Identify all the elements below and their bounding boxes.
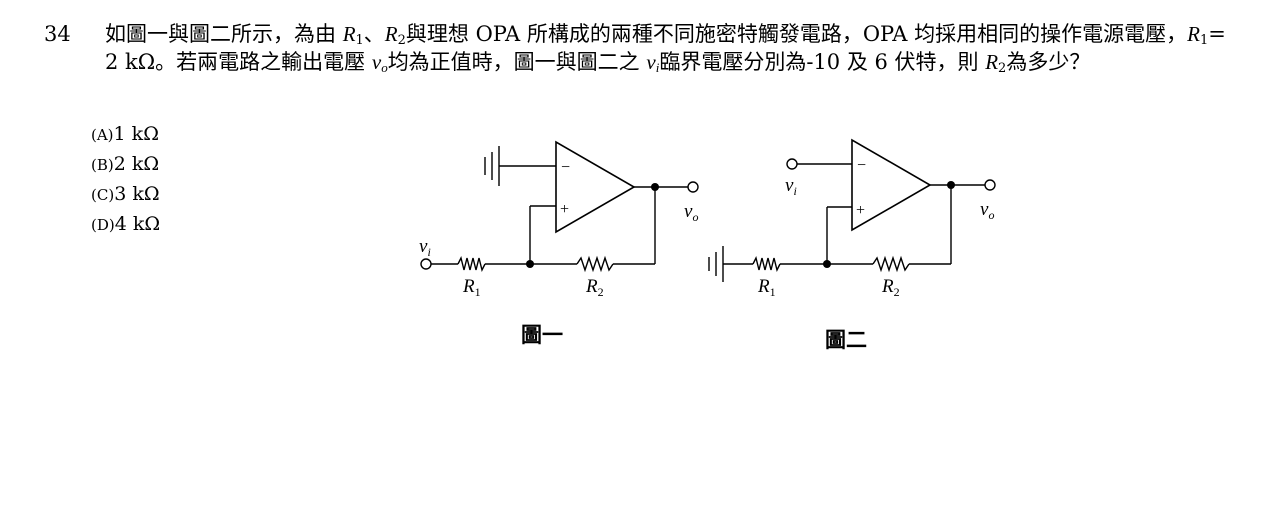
fig1-vo-label: vo <box>684 201 698 224</box>
fig1-minus-sign: − <box>561 159 570 176</box>
fig1-r1-label: R1 <box>462 276 481 299</box>
option-d[interactable]: (D)4 kΩ <box>91 213 161 235</box>
fig2-caption: 圖二 <box>825 328 867 352</box>
fig2-r2-label: R2 <box>881 276 900 299</box>
fig1-r2-label: R2 <box>585 276 604 299</box>
option-a[interactable]: (A)1 kΩ <box>91 123 159 145</box>
option-c[interactable]: (C)3 kΩ <box>91 183 160 205</box>
question-stem: 如圖一與圖二所示，為由 R1、R2與理想 OPA 所構成的兩種不同施密特觸發電路… <box>105 22 1226 76</box>
fig1-vi-label: vi <box>419 236 431 259</box>
fig2-plus-sign: + <box>856 202 865 219</box>
fig2-minus-sign: − <box>857 157 866 174</box>
fig2-vo-label: vo <box>980 199 994 222</box>
question-number: 34 <box>44 22 71 46</box>
figure-1-circuit: − + vi vo R1 R2 圖一 <box>419 140 699 347</box>
option-b[interactable]: (B)2 kΩ <box>91 153 160 175</box>
fig1-caption: 圖一 <box>521 323 563 347</box>
fig1-plus-sign: + <box>560 201 569 218</box>
fig2-r1-label: R1 <box>757 276 776 299</box>
fig2-vi-label: vi <box>785 175 797 198</box>
figure-2-circuit: − + vi vo R1 R2 圖二 <box>708 138 996 352</box>
